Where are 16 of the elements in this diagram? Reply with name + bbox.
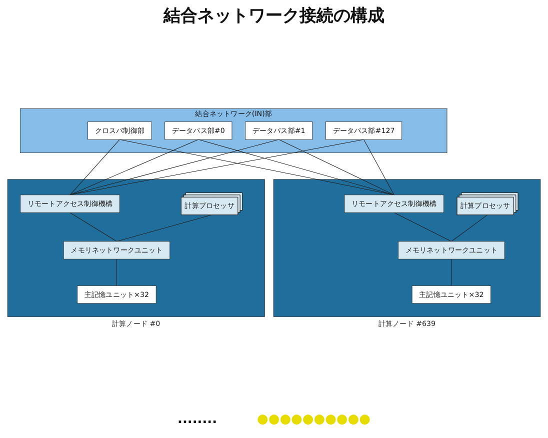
cluster <box>7 179 265 317</box>
connector <box>116 214 212 242</box>
diagram-title: 結合ネットワーク接続の構成 <box>164 5 384 27</box>
connector <box>278 139 394 196</box>
cluster <box>273 179 541 317</box>
connector <box>451 258 452 286</box>
connector <box>451 214 488 242</box>
connector <box>198 139 394 196</box>
connector <box>70 212 117 242</box>
connector <box>116 258 117 286</box>
connector <box>363 139 394 196</box>
connector <box>70 139 120 196</box>
connector <box>394 212 452 242</box>
ellipsis-dots: ........ <box>178 412 218 428</box>
ellipsis-dots: ●●●●●●●●●● <box>257 412 370 428</box>
connector <box>70 139 199 196</box>
